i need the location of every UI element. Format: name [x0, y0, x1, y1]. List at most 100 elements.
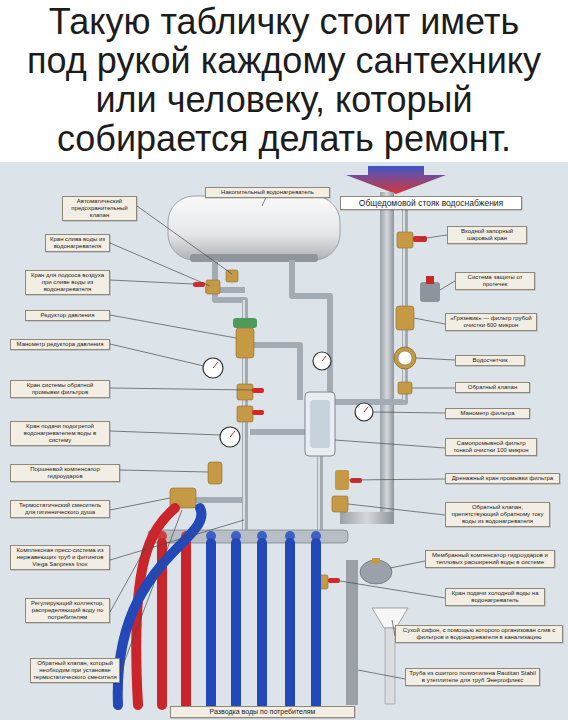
blue-hose	[257, 543, 267, 705]
red-handle	[350, 478, 362, 483]
callout-text: Кран подачи холодной воды на водонагрева…	[448, 590, 542, 604]
callout-label: Накопительный водонагреватель	[205, 187, 330, 198]
gauge-needle	[364, 407, 368, 412]
pressure-gauge	[313, 352, 331, 370]
supply-arrow	[346, 166, 446, 194]
pressure-gauge	[203, 358, 223, 378]
fine-filter	[305, 392, 349, 490]
chrome-pipe	[250, 429, 305, 435]
riser-pipe	[346, 560, 358, 705]
membrane-compensator	[360, 558, 392, 584]
gauge-needle	[213, 356, 368, 437]
leader-line	[110, 280, 193, 284]
callout-text: Комплексная пресс-система из нержавеющих…	[13, 547, 107, 568]
callout-label: Кран слива воды из водонагревателя	[45, 234, 110, 252]
water-meter	[394, 347, 416, 369]
callout-label: Обратный клапан, препятствующий обратном…	[445, 502, 550, 527]
callout-text: Кран системы обратной промывки фильтров	[13, 382, 107, 396]
callout-text: Труба из сшитого полиэтилена Rautitan St…	[408, 670, 537, 684]
leader-line	[110, 344, 204, 366]
red-handle	[252, 388, 264, 393]
callout-text: Редуктор давления	[28, 312, 107, 319]
callout-label: Мембранный компенсатор гидроударов и теп…	[425, 550, 555, 568]
brass-fitting	[236, 328, 254, 358]
blue-hose	[311, 543, 321, 705]
callout-text: Общедомовой стояк водоснабжения	[343, 198, 519, 208]
callout-label: Кран подачи холодной воды на водонагрева…	[445, 588, 545, 606]
green-cap	[233, 318, 257, 328]
callout-label: Сухой сифон, с помощью которого организо…	[395, 625, 563, 643]
brass-fitting	[206, 280, 220, 294]
leader-line	[349, 479, 445, 480]
callout-label: Разводка воды по потребителям	[170, 706, 355, 718]
callout-text: Дренажный кран промывки фильтра	[448, 475, 557, 482]
callout-label: Манометр фильтра	[445, 408, 530, 419]
callout-label: Обратный клапан, который необходим при у…	[30, 658, 120, 683]
pipe-highlight	[318, 455, 320, 530]
callout-text: Самопромывной фильтр тонкой очистки 100 …	[448, 440, 534, 454]
leak-protection	[420, 282, 440, 302]
callout-label: Дренажный кран промывки фильтра	[445, 473, 560, 484]
siphon-funnel	[372, 608, 408, 704]
callout-label: Кран системы обратной промывки фильтров	[10, 380, 110, 398]
background	[0, 162, 568, 720]
leader-line	[120, 470, 208, 472]
callout-text: Накопительный водонагреватель	[208, 189, 327, 196]
leader-line	[110, 540, 150, 612]
leader-line	[412, 388, 455, 389]
callout-label: Система защиты от протечек	[455, 272, 535, 290]
leader-line	[420, 235, 447, 239]
callout-text: Термостатический смеситель для гигиениче…	[13, 502, 107, 516]
callout-label: «Грязевик» — фильтр грубой очистки 600 м…	[445, 313, 537, 331]
callout-label: Автоматический предохранительный клапан	[62, 196, 137, 221]
blue-hose	[206, 543, 216, 705]
callout-text: Манометр редуктора давления	[13, 341, 107, 348]
leader-line	[340, 581, 445, 598]
riser-pipe	[380, 192, 394, 522]
leader-line	[373, 412, 445, 413]
callout-text: Кран слива воды из водонагревателя	[48, 236, 107, 250]
leader-line	[390, 561, 425, 568]
leak-protection	[426, 276, 434, 284]
callout-text: «Грязевик» — фильтр грубой очистки 600 м…	[448, 315, 534, 329]
red-hose	[136, 508, 175, 705]
brass-fitting	[170, 232, 414, 589]
brass-fitting	[237, 406, 253, 422]
leak-protection	[420, 276, 440, 302]
blue-hose	[231, 543, 241, 705]
callout-label: Кран для подсоса воздуха при сливе воды …	[25, 270, 110, 295]
leader-line	[120, 510, 182, 673]
leader-line	[137, 206, 232, 274]
callout-text: Автоматический предохранительный клапан	[65, 198, 134, 219]
brass-fitting	[398, 382, 412, 394]
callout-label: Кран подачи подогретой водонагревателем …	[10, 421, 110, 446]
red-handle	[252, 410, 264, 415]
leader-line	[348, 504, 445, 515]
siphon-funnel	[385, 628, 395, 704]
blue-hose	[285, 543, 295, 705]
pressure-gauge	[220, 427, 240, 447]
gauge-needle	[322, 356, 326, 361]
brass-fitting	[226, 270, 238, 282]
leader-line	[110, 498, 170, 510]
riser-pipe	[340, 512, 394, 524]
callout-text: Система защиты от протечек	[458, 274, 532, 288]
callout-text: Мембранный компенсатор гидроударов и теп…	[428, 552, 552, 566]
leader-line	[110, 315, 236, 338]
callout-text: Обратный клапан, который необходим при у…	[33, 660, 117, 681]
water-meter	[398, 351, 412, 365]
pressure-gauge	[355, 403, 373, 421]
leader-line	[110, 520, 244, 560]
callout-label: Обратный клапан	[455, 382, 530, 393]
leader-line	[335, 440, 445, 448]
chrome-pipe	[335, 196, 405, 402]
callout-text: Входной запорный шаровый кран	[450, 228, 524, 242]
fine-filter	[310, 400, 330, 448]
brass-fitting	[396, 306, 414, 330]
callout-text: Водосчетчик	[458, 357, 522, 364]
gauge-needle	[213, 362, 218, 368]
callout-label: Труба из сшитого полиэтилена Rautitan St…	[405, 668, 540, 686]
callout-text: Поршневой компенсатор гидроударов	[13, 466, 117, 480]
riser-pipe	[340, 192, 394, 705]
